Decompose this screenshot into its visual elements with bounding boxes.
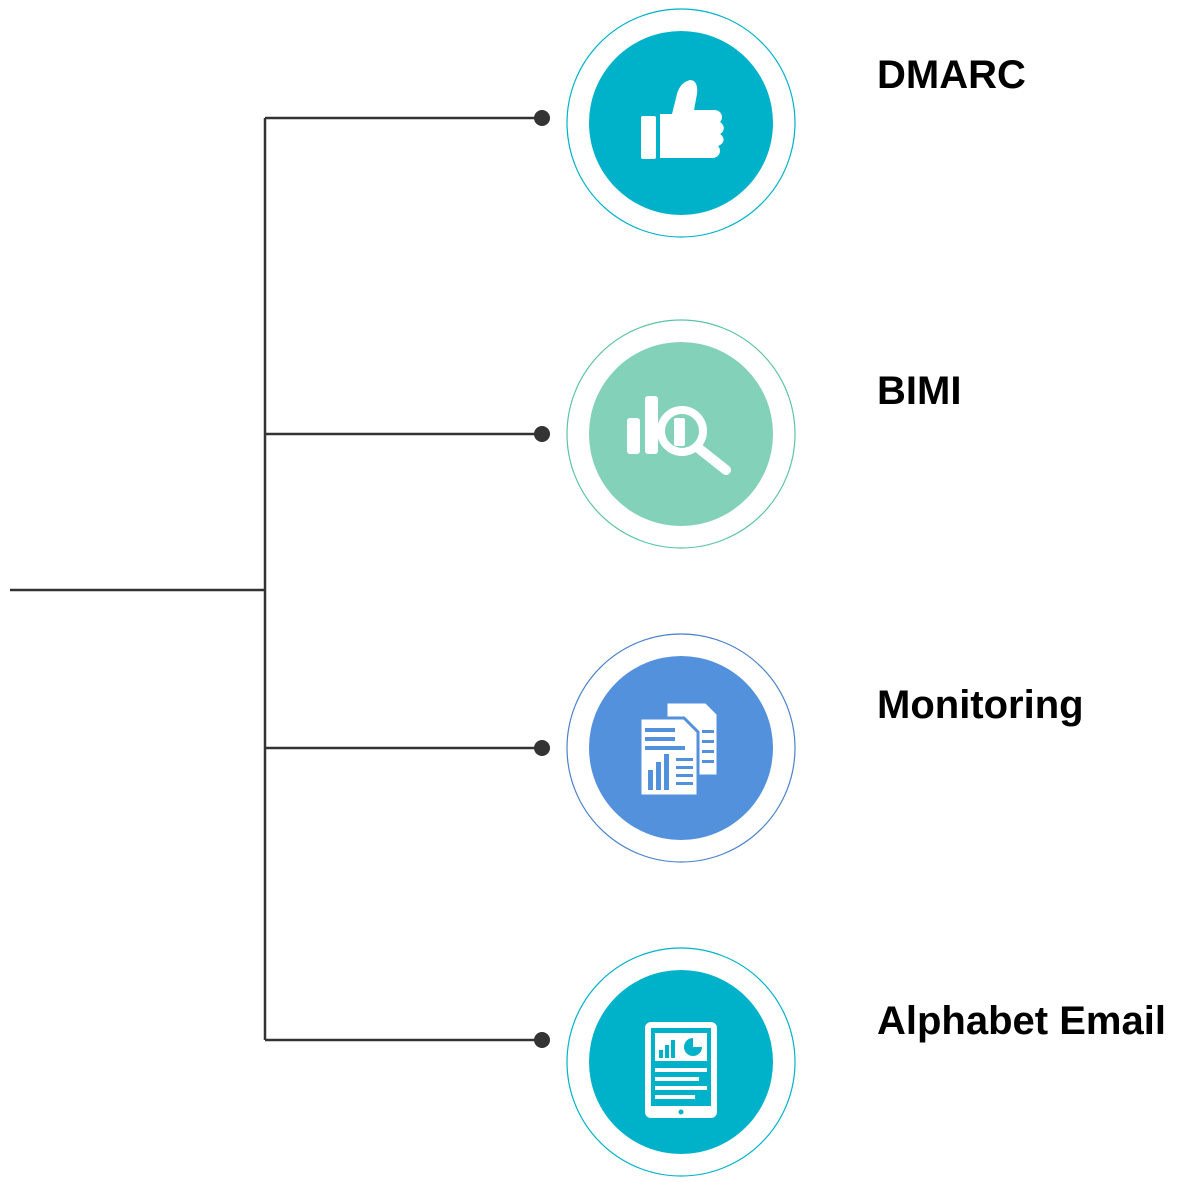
- branch-dot-3: [534, 740, 550, 756]
- node-ring: [566, 633, 796, 863]
- documents-report-icon: [638, 700, 720, 798]
- node-label: BIMI: [877, 369, 961, 413]
- node-label: Alphabet Email: [877, 999, 1166, 1043]
- node-label: Monitoring: [877, 683, 1084, 727]
- branch-dot-2: [534, 426, 550, 442]
- node-alphabet-email: Alphabet Email: [566, 947, 1166, 1177]
- connector-lines: [10, 116, 542, 1042]
- branch-dot-1: [534, 110, 550, 126]
- tablet-dashboard-icon: [645, 1022, 717, 1118]
- node-monitoring: Monitoring: [566, 633, 1084, 863]
- node-bimi: BIMI: [566, 319, 961, 549]
- node-ring: [566, 8, 796, 238]
- branch-dots: [534, 110, 550, 1048]
- chart-magnifier-icon: [627, 396, 731, 475]
- node-ring: [566, 947, 796, 1177]
- node-label: DMARC: [877, 53, 1026, 97]
- branch-dot-4: [534, 1032, 550, 1048]
- thumbs-up-icon: [641, 80, 724, 159]
- node-ring: [566, 319, 796, 549]
- node-dmarc: DMARC: [566, 8, 1026, 238]
